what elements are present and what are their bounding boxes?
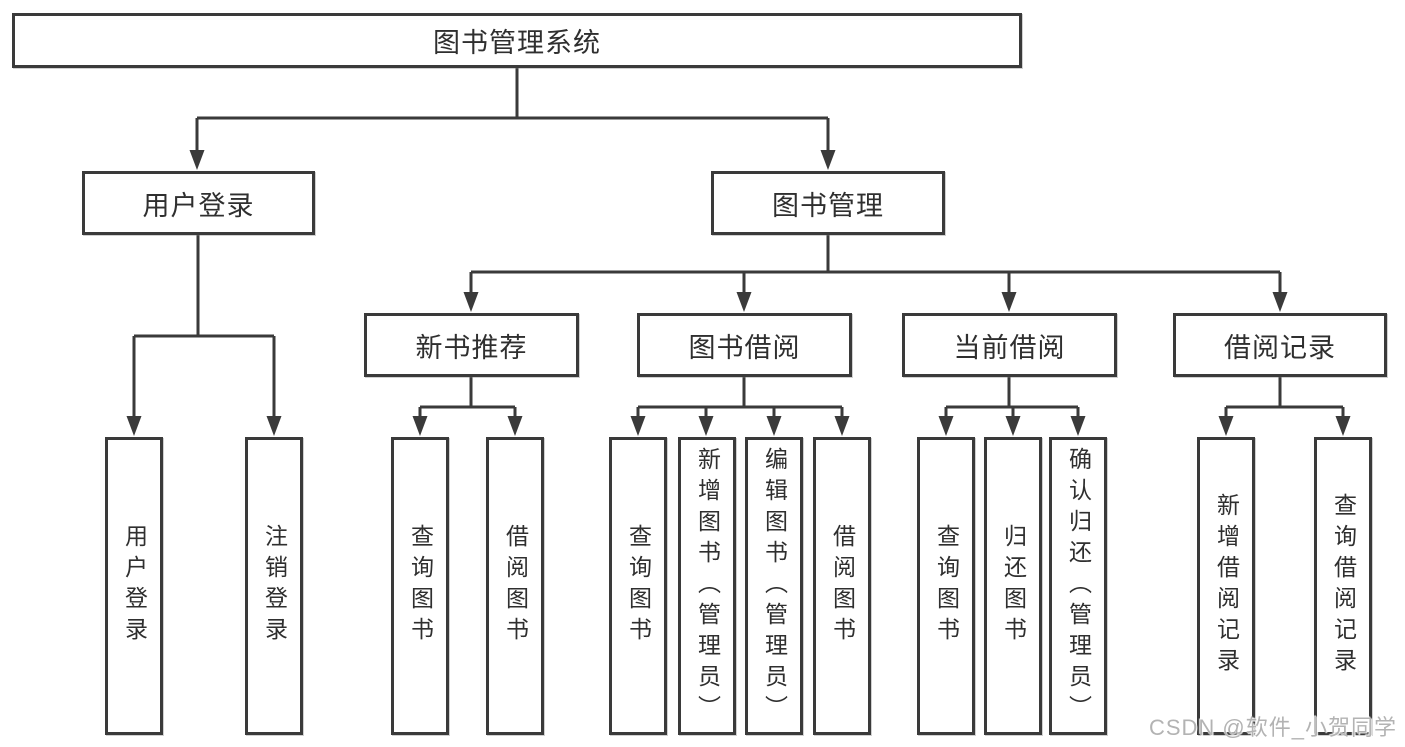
leaf-borrow-book: 借阅图书 (813, 437, 871, 735)
leaf-recommend-borrow-book: 借阅图书 (486, 437, 544, 735)
leaf-add-book-admin-label: 新增图书（管理员） (694, 446, 721, 726)
node-current-borrow: 当前借阅 (902, 313, 1117, 377)
leaf-borrow-book-label: 借阅图书 (829, 524, 856, 648)
node-new-book-recommend: 新书推荐 (364, 313, 579, 377)
node-book-management-label: 图书管理 (772, 190, 884, 221)
leaf-current-search-book-label: 查询图书 (933, 524, 960, 648)
leaf-add-borrow-record: 新增借阅记录 (1197, 437, 1255, 735)
leaf-return-book: 归还图书 (984, 437, 1042, 735)
leaf-recommend-search-book-label: 查询图书 (407, 524, 434, 648)
leaf-add-book-admin: 新增图书（管理员） (678, 437, 736, 735)
leaf-recommend-search-book: 查询图书 (391, 437, 449, 735)
leaf-user-login: 用户登录 (105, 437, 163, 735)
leaf-recommend-borrow-book-label: 借阅图书 (502, 524, 529, 648)
leaf-logout-label: 注销登录 (261, 524, 288, 648)
node-root-label: 图书管理系统 (433, 28, 601, 58)
node-user-login: 用户登录 (82, 171, 315, 235)
leaf-user-login-label: 用户登录 (121, 524, 148, 648)
node-user-login-label: 用户登录 (142, 190, 255, 221)
node-book-borrow-label: 图书借阅 (688, 332, 801, 363)
node-current-borrow-label: 当前借阅 (953, 332, 1066, 363)
node-book-borrow: 图书借阅 (637, 313, 852, 377)
leaf-borrow-search-book: 查询图书 (609, 437, 667, 735)
node-borrow-records: 借阅记录 (1173, 313, 1387, 377)
node-book-management: 图书管理 (711, 171, 945, 235)
node-root-system: 图书管理系统 (12, 13, 1022, 68)
leaf-add-borrow-record-label: 新增借阅记录 (1213, 493, 1240, 679)
leaf-current-search-book: 查询图书 (917, 437, 975, 735)
leaf-confirm-return-admin-label: 确认归还（管理员） (1065, 446, 1092, 726)
node-new-book-recommend-label: 新书推荐 (415, 332, 528, 363)
leaf-edit-book-admin: 编辑图书（管理员） (745, 437, 803, 735)
leaf-search-borrow-record: 查询借阅记录 (1314, 437, 1372, 735)
leaf-edit-book-admin-label: 编辑图书（管理员） (761, 446, 788, 726)
leaf-return-book-label: 归还图书 (1000, 524, 1027, 648)
node-borrow-records-label: 借阅记录 (1224, 332, 1336, 363)
leaf-search-borrow-record-label: 查询借阅记录 (1330, 493, 1357, 679)
leaf-borrow-search-book-label: 查询图书 (625, 524, 652, 648)
leaf-confirm-return-admin: 确认归还（管理员） (1049, 437, 1107, 735)
leaf-logout: 注销登录 (245, 437, 303, 735)
watermark: CSDN @软件_小贺同学 (1148, 715, 1397, 740)
